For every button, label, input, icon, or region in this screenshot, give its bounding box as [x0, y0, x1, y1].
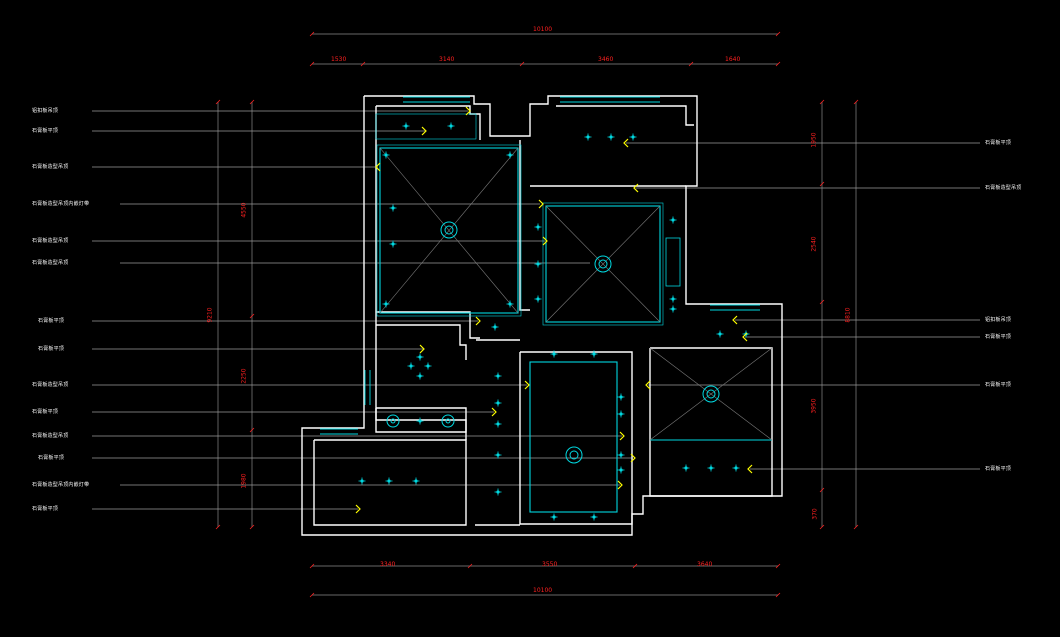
- leader-lines: [92, 110, 980, 510]
- dim-top-seg-1: 1530: [331, 56, 347, 63]
- dim-left-seg-3: 1980: [240, 473, 248, 489]
- downlight-marker: [506, 151, 514, 159]
- downlight-marker: [494, 451, 502, 459]
- downlight-marker: [358, 477, 366, 485]
- dim-top-seg-2: 3140: [439, 56, 455, 63]
- downlight-marker: [494, 399, 502, 407]
- downlight-marker: [389, 240, 397, 248]
- downlight-marker: [617, 466, 625, 474]
- chandeliers: [386, 221, 720, 464]
- downlight-marker: [402, 122, 410, 130]
- downlight-marker: [669, 305, 677, 313]
- downlight-marker: [607, 133, 615, 141]
- dim-left-total: 9210: [206, 307, 214, 323]
- ceiling-diagonals: [379, 147, 773, 441]
- annotation-left-7: 石膏板平顶: [38, 318, 65, 324]
- downlight-marker: [617, 393, 625, 401]
- downlight-marker: [416, 417, 424, 425]
- annotation-left-4: 石膏板造型吊顶内嵌灯带: [32, 201, 90, 207]
- downlight-marker: [412, 477, 420, 485]
- annotation-right-5: 石膏板平顶: [985, 382, 1012, 388]
- downlight-marker: [584, 133, 592, 141]
- dim-top-seg-3: 3460: [598, 56, 614, 63]
- dim-top-seg-4: 1640: [725, 56, 741, 63]
- pointer-marks: [355, 106, 753, 514]
- annotation-left-13: 石膏板造型吊顶内嵌灯带: [32, 482, 90, 488]
- downlight-marker: [534, 223, 542, 231]
- downlight-marker: [494, 420, 502, 428]
- downlight-marker: [707, 464, 715, 472]
- annotation-left-5: 石膏板造型吊顶: [32, 238, 69, 244]
- annotation-left-11: 石膏板造型吊顶: [32, 433, 69, 439]
- windows: [320, 96, 760, 435]
- annotation-right-6: 石膏板平顶: [985, 466, 1012, 472]
- downlight-marker: [382, 151, 390, 159]
- downlight-marker: [385, 477, 393, 485]
- downlight-marker: [732, 464, 740, 472]
- annotation-left-2: 石膏板平顶: [32, 128, 59, 134]
- annotation-left-8: 石膏板平顶: [38, 346, 65, 352]
- dim-right-seg-3: 3950: [810, 398, 818, 414]
- downlight-marker: [617, 451, 625, 459]
- dim-bottom-seg-2: 3550: [542, 561, 558, 568]
- downlight-marker: [550, 350, 558, 358]
- annotation-right-3: 铝扣板吊顶: [985, 317, 1012, 323]
- dimension-lines: [217, 33, 857, 596]
- downlight-marker: [669, 216, 677, 224]
- annotation-left-10: 石膏板平顶: [32, 409, 59, 415]
- dim-top-total: 10100: [533, 26, 553, 33]
- downlight-marker: [716, 330, 724, 338]
- annotation-right-2: 石膏板造型吊顶: [985, 185, 1022, 191]
- downlight-marker: [682, 464, 690, 472]
- annotation-left-3: 石膏板造型吊顶: [32, 164, 69, 170]
- downlight-marker: [382, 300, 390, 308]
- downlight-marker: [629, 133, 637, 141]
- downlight-marker: [494, 488, 502, 496]
- annotation-left-9: 石膏板造型吊顶: [32, 382, 69, 388]
- downlight-marker: [407, 362, 415, 370]
- dim-left-seg-1: 4550: [240, 202, 248, 218]
- downlight-marker: [590, 513, 598, 521]
- annotation-left-6: 石膏板造型吊顶: [32, 260, 69, 266]
- ceiling-outlines: [375, 113, 772, 513]
- downlight-marker: [617, 410, 625, 418]
- dim-right-seg-2: 2540: [810, 236, 818, 252]
- downlight-marker: [534, 295, 542, 303]
- dim-bottom-seg-3: 3640: [697, 561, 713, 568]
- dim-left-seg-2: 2250: [240, 368, 248, 384]
- downlight-marker: [389, 204, 397, 212]
- dim-right-total: 8810: [844, 307, 852, 323]
- downlight-marker: [424, 362, 432, 370]
- downlight-marker: [590, 350, 598, 358]
- downlight-marker: [491, 323, 499, 331]
- dim-right-seg-4: 370: [811, 508, 819, 520]
- downlight-marker: [447, 122, 455, 130]
- annotation-right-4: 石膏板平顶: [985, 334, 1012, 340]
- annotation-right-1: 石膏板平顶: [985, 140, 1012, 146]
- downlight-marker: [416, 372, 424, 380]
- annotation-left-1: 铝扣板吊顶: [32, 108, 59, 114]
- dim-bottom-total: 10100: [533, 587, 553, 594]
- downlight-marker: [416, 353, 424, 361]
- downlight-marker: [534, 260, 542, 268]
- dimension-ticks: [215, 31, 859, 598]
- dim-right-seg-1: 1950: [810, 132, 818, 148]
- downlight-marker: [550, 513, 558, 521]
- downlight-marker: [494, 372, 502, 380]
- downlights: [358, 122, 750, 521]
- downlight-marker: [506, 300, 514, 308]
- annotation-left-12: 石膏板平顶: [38, 455, 65, 461]
- dim-bottom-seg-1: 3340: [380, 561, 396, 568]
- downlight-marker: [669, 295, 677, 303]
- annotation-left-14: 石膏板平顶: [32, 506, 59, 512]
